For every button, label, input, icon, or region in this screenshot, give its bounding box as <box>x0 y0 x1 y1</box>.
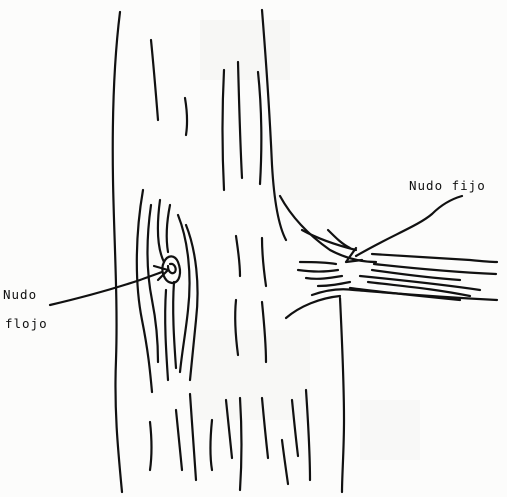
trunk-right-edge-lower <box>340 298 344 492</box>
bark-line <box>185 98 187 135</box>
trunk-left-edge <box>113 12 122 492</box>
bark-line <box>236 236 240 276</box>
bark-line <box>150 422 152 470</box>
loose-knot-arrow <box>50 272 162 305</box>
bark-line <box>151 40 158 120</box>
knot-grain <box>167 205 170 252</box>
knot-grain <box>173 282 176 368</box>
bark-line <box>223 70 225 190</box>
fixed-knot-label: Nudo fijo <box>409 180 486 193</box>
knot-grain <box>158 200 164 262</box>
bark-line <box>262 238 266 286</box>
knot-grain <box>165 290 168 380</box>
bark-line <box>282 440 288 484</box>
fixed-knot-lines <box>306 276 342 279</box>
fixed-knot-lines <box>298 270 338 272</box>
branch-top-edge <box>372 254 497 262</box>
branch-grain <box>368 282 470 296</box>
bark-line <box>258 72 261 184</box>
loose-knot-label-line1: Nudo <box>3 289 37 302</box>
loose-knot-label-line2: flojo <box>5 318 48 331</box>
fixed-knot-lines <box>300 262 336 264</box>
bark-line <box>211 420 213 470</box>
knot-grain <box>147 205 158 362</box>
bark-line <box>240 398 242 490</box>
loose-knot-inner <box>168 264 176 273</box>
fixed-knot-lines <box>318 282 350 286</box>
bark-line <box>176 410 182 470</box>
branch-lower-curve <box>286 296 340 318</box>
fixed-knot-arrow <box>356 196 462 256</box>
knot-grain <box>178 215 190 372</box>
